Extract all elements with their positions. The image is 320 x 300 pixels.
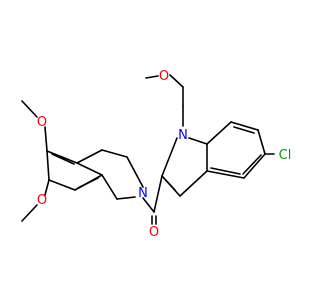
bond <box>76 162 103 176</box>
bond <box>101 149 128 158</box>
bond-layer <box>21 74 275 225</box>
bond <box>21 204 38 222</box>
bond <box>206 170 245 179</box>
bond <box>243 153 266 179</box>
bond <box>76 149 103 164</box>
bond <box>51 153 75 165</box>
bond <box>161 175 176 191</box>
chlorine-atom-label: Cl <box>279 148 292 163</box>
bond <box>230 121 259 131</box>
bond <box>21 100 38 118</box>
isoquinoline-nitrogen-label: N <box>138 186 148 201</box>
bond <box>242 154 262 175</box>
bond <box>77 177 99 189</box>
bond <box>116 196 136 200</box>
bond <box>169 74 184 88</box>
molecule-drawing: O N Cl O N O O <box>21 69 291 240</box>
bond <box>142 197 155 213</box>
bond <box>145 75 159 79</box>
bond <box>48 179 76 191</box>
bond <box>206 121 232 145</box>
bond <box>179 170 208 197</box>
atom-label-layer: O N Cl O N O O <box>37 69 291 240</box>
structure-canvas: O N Cl O N O O <box>21 69 291 240</box>
carbonyl-oxygen-label: O <box>149 225 159 240</box>
bond <box>44 179 50 196</box>
bond <box>161 137 178 177</box>
nitrogen-atom-label: N <box>178 128 188 143</box>
bond <box>153 175 163 213</box>
bond <box>44 126 48 152</box>
bond <box>257 129 266 155</box>
bond <box>210 167 241 175</box>
bond <box>46 150 78 164</box>
bond <box>188 137 208 145</box>
oxygen-atom-label: O <box>159 69 169 84</box>
bond <box>101 174 118 200</box>
bond <box>46 150 50 181</box>
bond <box>233 126 255 134</box>
bond <box>126 156 144 188</box>
methoxy-oxygen-label: O <box>37 115 47 130</box>
methoxy-oxygen-label: O <box>37 193 47 208</box>
